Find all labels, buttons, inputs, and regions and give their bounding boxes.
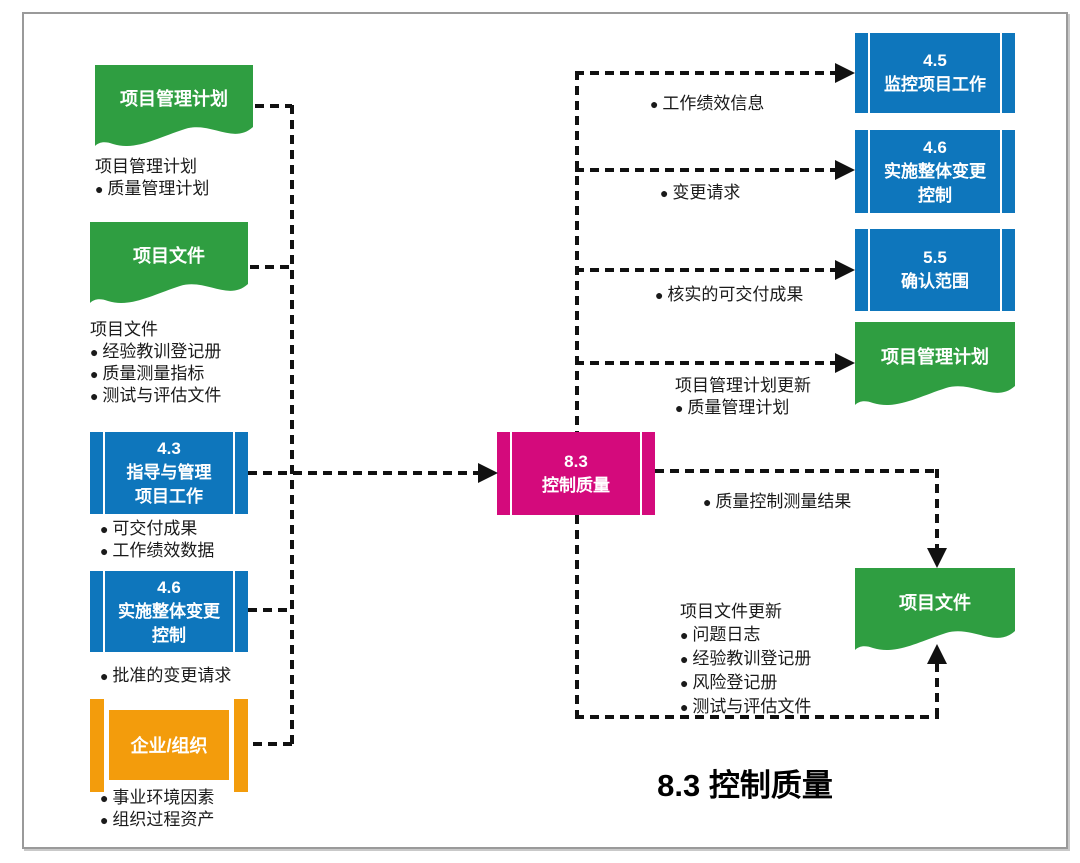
- output-process-4-6: 4.6 实施整体变更 控制: [855, 130, 1015, 213]
- connector-stub-4-6: [248, 608, 292, 612]
- arrowhead-right-icon: [835, 260, 855, 280]
- note-title: 项目管理计划: [95, 157, 197, 176]
- connector-main-into-center: [248, 471, 479, 475]
- arrowhead-right-icon: [835, 353, 855, 373]
- arrowhead-right-icon: [835, 63, 855, 83]
- output-doc-pm-plan-label: 项目管理计划: [881, 347, 989, 367]
- document-shape-icon: [95, 65, 253, 146]
- output-doc-pm-plan: 项目管理计划: [855, 322, 1015, 410]
- input-doc-project-documents: 项目文件: [90, 222, 248, 308]
- document-shape-icon: [855, 568, 1015, 650]
- connector-doc-updates-h: [575, 715, 939, 719]
- note-title: 项目文件: [90, 320, 158, 339]
- input-process-4-3-label: 4.3 指导与管理 项目工作: [126, 439, 212, 506]
- side-rule: [868, 33, 870, 113]
- input-process-4-6-label: 4.6 实施整体变更 控制: [118, 577, 220, 645]
- side-rule: [1000, 229, 1002, 311]
- input-note-4-6: 批准的变更请求: [100, 665, 231, 687]
- document-shape-icon: [855, 322, 1015, 405]
- diagram-border: [22, 12, 1068, 849]
- connector-to-4-5: [575, 71, 835, 75]
- flow-label-verified-deliverables: 核实的可交付成果: [655, 284, 803, 306]
- connector-to-5-5: [575, 268, 835, 272]
- side-rule: [233, 571, 235, 652]
- input-enterprise-label: 企业/组织: [109, 710, 229, 780]
- side-rule: [1000, 33, 1002, 113]
- flow-label-project-doc-updates: 项目文件更新 问题日志 经验教训登记册 风险登记册 测试与评估文件: [680, 600, 811, 719]
- note-item: 可交付成果: [100, 518, 214, 540]
- output-process-5-5-label: 5.5 确认范围: [901, 248, 969, 291]
- note-item: 经验教训登记册: [680, 647, 811, 671]
- connector-doc-updates-v1: [575, 515, 579, 719]
- note-title: 项目文件更新: [680, 602, 782, 621]
- note-item: 批准的变更请求: [100, 665, 231, 687]
- input-note-project-documents: 项目文件 经验教训登记册 质量测量指标 测试与评估文件: [90, 319, 221, 407]
- input-enterprise-organization: 企业/组织: [90, 699, 248, 792]
- input-process-4-3: 4.3 指导与管理 项目工作: [90, 432, 248, 514]
- input-note-4-3: 可交付成果 工作绩效数据: [100, 518, 214, 562]
- enterprise-bar-icon: [234, 699, 248, 792]
- side-rule: [510, 432, 512, 515]
- connector-left-bus: [290, 105, 294, 746]
- enterprise-bar-icon: [90, 699, 104, 792]
- connector-stub-pm-plan: [255, 104, 292, 108]
- side-rule: [868, 229, 870, 311]
- input-doc-pm-plan: 项目管理计划: [95, 65, 253, 151]
- side-rule: [640, 432, 642, 515]
- note-item: 质量管理计划: [675, 397, 811, 419]
- note-item: 质量测量指标: [90, 363, 221, 385]
- note-item: 测试与评估文件: [680, 695, 811, 719]
- center-process-8-3-label: 8.3 控制质量: [542, 451, 610, 495]
- note-item: 问题日志: [680, 623, 811, 647]
- note-item: 事业环境因素: [100, 787, 214, 809]
- center-process-8-3: 8.3 控制质量: [497, 432, 655, 515]
- connector-to-4-6: [575, 168, 835, 172]
- connector-qc-measurements-h: [655, 469, 939, 473]
- note-item: 风险登记册: [680, 671, 811, 695]
- side-rule: [103, 571, 105, 652]
- output-process-4-5: 4.5 监控项目工作: [855, 33, 1015, 113]
- connector-to-pm-plan: [575, 361, 835, 365]
- note-title: 项目管理计划更新: [675, 376, 811, 395]
- side-rule: [233, 432, 235, 514]
- side-rule: [103, 432, 105, 514]
- note-item: 工作绩效数据: [100, 540, 214, 562]
- flow-label-change-requests: 变更请求: [660, 182, 740, 204]
- side-rule: [1000, 130, 1002, 213]
- connector-qc-measurements-v: [935, 469, 939, 550]
- connector-stub-enterprise: [253, 742, 292, 746]
- input-doc-pm-plan-label: 项目管理计划: [120, 89, 228, 109]
- connector-right-bus: [575, 71, 579, 432]
- diagram-title: 8.3 控制质量: [657, 768, 833, 803]
- side-rule: [868, 130, 870, 213]
- flow-label-pm-plan-updates: 项目管理计划更新 质量管理计划: [675, 375, 811, 419]
- output-process-4-5-label: 4.5 监控项目工作: [884, 51, 986, 94]
- arrowhead-up-icon: [927, 644, 947, 664]
- flow-label-work-performance-info: 工作绩效信息: [650, 93, 764, 115]
- output-doc-project-documents-label: 项目文件: [899, 592, 971, 613]
- output-process-5-5: 5.5 确认范围: [855, 229, 1015, 311]
- note-item: 测试与评估文件: [90, 385, 221, 407]
- input-process-4-6: 4.6 实施整体变更 控制: [90, 571, 248, 652]
- connector-doc-updates-v2: [935, 663, 939, 717]
- arrowhead-down-icon: [927, 548, 947, 568]
- connector-stub-project-documents: [250, 265, 292, 269]
- input-doc-project-documents-label: 项目文件: [133, 246, 205, 266]
- note-item: 经验教训登记册: [90, 341, 221, 363]
- flow-label-qc-measurements: 质量控制测量结果: [703, 491, 851, 513]
- document-shape-icon: [90, 222, 248, 303]
- note-item: 组织过程资产: [100, 809, 214, 831]
- output-doc-project-documents: 项目文件: [855, 568, 1015, 655]
- input-note-enterprise: 事业环境因素 组织过程资产: [100, 787, 214, 831]
- arrowhead-right-icon: [478, 463, 498, 483]
- note-item: 质量管理计划: [95, 178, 209, 200]
- output-process-4-6-label: 4.6 实施整体变更 控制: [884, 137, 986, 205]
- arrowhead-right-icon: [835, 160, 855, 180]
- input-note-pm-plan: 项目管理计划 质量管理计划: [95, 156, 209, 200]
